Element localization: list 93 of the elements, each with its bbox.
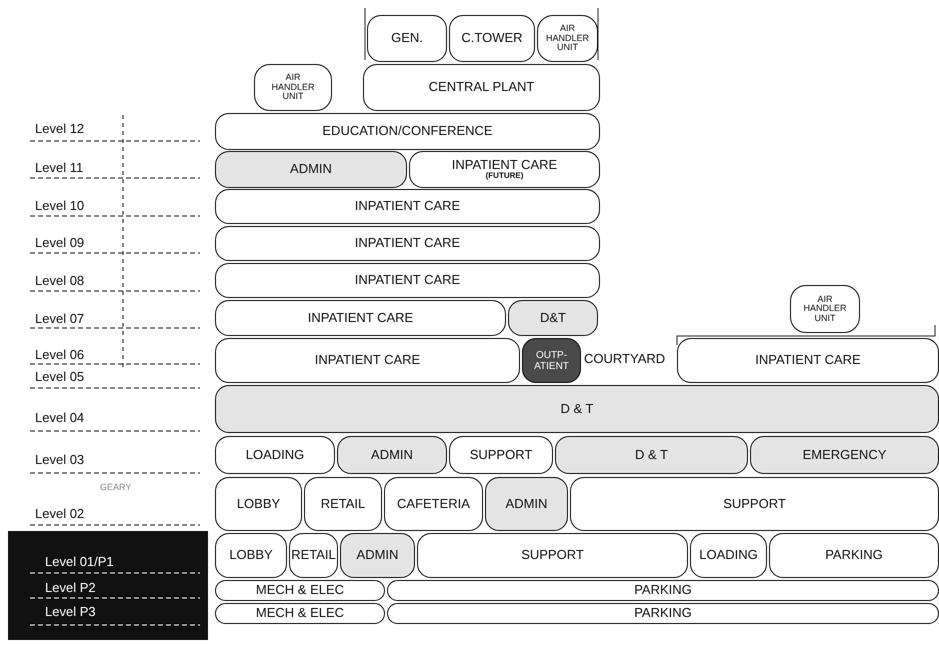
- level-label: Level 08: [35, 273, 84, 288]
- space-box: [387, 580, 939, 601]
- space-label: PARKING: [634, 606, 692, 621]
- level-label: Level 02: [35, 506, 84, 521]
- level-label: Level 09: [35, 235, 84, 250]
- space-box: [522, 338, 581, 383]
- space-label: MECH & ELEC: [256, 583, 344, 598]
- equipment-box: [537, 15, 598, 62]
- space-box: [508, 300, 598, 336]
- space-label: C.TOWER: [461, 31, 523, 46]
- level-label: Level 10: [35, 198, 84, 213]
- level-label: Level 01/P1: [45, 554, 114, 569]
- equipment-box: [254, 64, 332, 111]
- level-label: Level 11: [35, 160, 84, 175]
- space-box: [485, 477, 568, 531]
- space-box: [409, 151, 600, 188]
- space-box: [215, 436, 335, 474]
- space-label: MECH & ELEC: [256, 606, 344, 621]
- space-label: LOADING: [246, 448, 304, 462]
- space-label: SUPPORT: [521, 548, 584, 563]
- space-label: INPATIENT CARE: [354, 273, 460, 288]
- space-box: [215, 580, 385, 601]
- space-box: [215, 226, 600, 261]
- space-box: [215, 533, 287, 578]
- space-box: [555, 436, 748, 474]
- space-label: OUTP-ATIENT: [533, 350, 570, 372]
- space-box: [215, 338, 520, 383]
- level-label: Level 03: [35, 452, 84, 467]
- space-label: INPATIENT CARE: [354, 199, 460, 214]
- space-box: [363, 64, 600, 111]
- space-label: EDUCATION/CONFERENCE: [322, 124, 493, 139]
- level-label: Level 05: [35, 369, 84, 384]
- space-label: D & T: [560, 402, 594, 416]
- level-label: Level 07: [35, 311, 84, 326]
- space-label: CENTRAL PLANT: [428, 80, 534, 95]
- space-label: INPATIENT CARE: [354, 236, 460, 251]
- space-label: GEN.: [391, 31, 423, 46]
- space-label: AIR HANDLER UNIT: [544, 24, 590, 53]
- space-label: CAFETERIA: [397, 496, 470, 512]
- space-label: D & T: [635, 448, 668, 462]
- space-box: [367, 15, 447, 62]
- level-label: Level P2: [45, 580, 96, 595]
- space-label: PARKING: [634, 583, 692, 598]
- level-label: Level 04: [35, 410, 84, 425]
- space-label: PARKING: [825, 548, 883, 563]
- space-box: [304, 477, 382, 531]
- space-label: EMERGENCY: [802, 448, 886, 462]
- space-label: LOADING: [699, 548, 758, 563]
- space-label: D&T: [540, 310, 566, 326]
- status-note: (FUTURE): [486, 172, 524, 182]
- space-box: [215, 151, 407, 188]
- space-box: [449, 436, 553, 474]
- street-label: GEARY: [100, 482, 132, 492]
- space-label: ADMIN: [290, 162, 332, 177]
- space-box: [340, 533, 415, 578]
- space-label: ADMIN: [371, 448, 413, 462]
- space-box: [769, 533, 939, 578]
- level-label: Level P3: [45, 604, 96, 619]
- space-box: [215, 189, 600, 224]
- space-box: [215, 385, 939, 433]
- equipment-box: [790, 285, 860, 333]
- space-box: [289, 533, 338, 578]
- space-label: RETAIL: [291, 548, 336, 563]
- space-label: LOBBY: [229, 548, 273, 563]
- space-box: [570, 477, 939, 531]
- space-box: [215, 300, 506, 336]
- space-label: AIR HANDLER UNIT: [270, 73, 316, 102]
- space-box: [449, 15, 535, 62]
- level-label: Level 06: [35, 347, 84, 362]
- space-label: RETAIL: [320, 496, 366, 512]
- space-box: [215, 603, 385, 624]
- space-box: [337, 436, 447, 474]
- space-box: [384, 477, 483, 531]
- space-label: SUPPORT: [723, 496, 786, 512]
- space-label: INPATIENT CARE: [755, 353, 861, 368]
- space-label: SUPPORT: [470, 448, 532, 462]
- area-label: COURTYARD: [584, 351, 666, 366]
- space-box: [417, 533, 688, 578]
- space-box: [677, 338, 939, 383]
- space-label: LOBBY: [236, 496, 280, 512]
- space-label: AIR HANDLER UNIT: [802, 294, 848, 324]
- space-box: [750, 436, 939, 474]
- space-box: [215, 477, 302, 531]
- space-label: INPATIENT CARE: [308, 310, 414, 326]
- space-box: [387, 603, 939, 624]
- space-label: ADMIN: [506, 496, 548, 512]
- space-box: [690, 533, 767, 578]
- space-label: ADMIN: [356, 548, 398, 563]
- space-label: INPATIENT CARE: [452, 158, 558, 172]
- level-label: Level 12: [35, 121, 84, 136]
- space-box: [215, 263, 600, 298]
- space-label: INPATIENT CARE: [314, 353, 420, 368]
- space-box: [215, 113, 600, 150]
